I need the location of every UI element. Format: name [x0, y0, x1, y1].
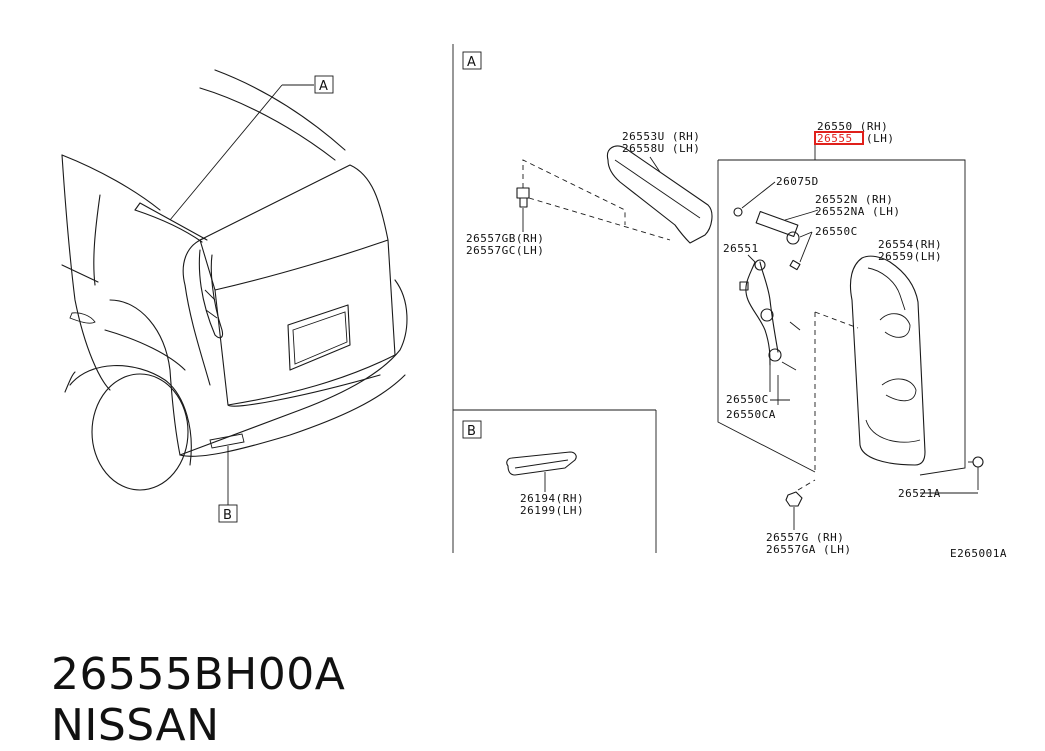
wire-harness — [739, 254, 801, 405]
panel-b-header-label: B — [467, 424, 476, 439]
callout-26559: 26559(LH) — [878, 250, 942, 263]
part-number: 26555BH00A — [50, 649, 346, 700]
section-a-marker — [314, 75, 334, 94]
callout-26550ca: 26550CA — [726, 408, 776, 421]
callout-26075d: 26075D — [776, 175, 819, 188]
callout-26555: 26555 — [817, 132, 853, 145]
leader-26552n — [811, 209, 819, 213]
callout-26552na: 26552NA (LH) — [815, 205, 900, 218]
tail-lamp-lens — [849, 255, 926, 466]
vehicle-rear-illustration — [61, 69, 408, 505]
lens-dashed-guide — [797, 311, 859, 491]
clip-26557gb — [516, 187, 530, 208]
callout-26557ga: 26557GA (LH) — [766, 543, 851, 556]
callout-26557gb: 26557GB(RH) — [466, 232, 544, 245]
callout-26550c-top: 26550C — [815, 225, 858, 238]
clip-dashed-guide — [522, 159, 671, 241]
brand-name: NISSAN — [50, 700, 220, 751]
callout-26550: 26550 (RH) — [817, 120, 888, 133]
reflector-part — [506, 451, 577, 492]
lamp-assembly-frame — [717, 159, 966, 476]
callout-26555-side: (LH) — [866, 132, 895, 145]
diagram-reference-code: E265001A — [950, 547, 1007, 560]
parts-diagram: A B A B — [61, 44, 1007, 560]
bulb-socket-group — [733, 181, 813, 271]
callout-26199: 26199(LH) — [520, 504, 584, 517]
nut-26557g — [785, 491, 803, 530]
callout-26194: 26194(RH) — [520, 492, 584, 505]
callout-26557gc: 26557GC(LH) — [466, 244, 544, 257]
callout-26554: 26554(RH) — [878, 238, 942, 251]
callout-26557g: 26557G (RH) — [766, 531, 844, 544]
panel-a-header — [462, 51, 482, 70]
panel-a-header-label: A — [467, 55, 476, 70]
highlight-26555 — [814, 131, 864, 145]
panel-b-header — [462, 420, 482, 439]
callout-26558u: 26558U (LH) — [622, 142, 700, 155]
callout-26553u: 26553U (RH) — [622, 130, 700, 143]
part-caption: 26555BH00A NISSAN — [22, 598, 391, 751]
section-b-marker-label: B — [223, 508, 232, 523]
callout-26550c-bottom: 26550C — [726, 393, 769, 406]
section-b-marker — [218, 504, 238, 523]
section-a-marker-label: A — [319, 79, 328, 94]
screw-26521a — [968, 456, 984, 490]
callout-26551: 26551 — [723, 242, 759, 255]
callout-26521a: 26521A — [898, 487, 941, 500]
callout-26552n: 26552N (RH) — [815, 193, 893, 206]
finisher-part — [606, 145, 713, 244]
